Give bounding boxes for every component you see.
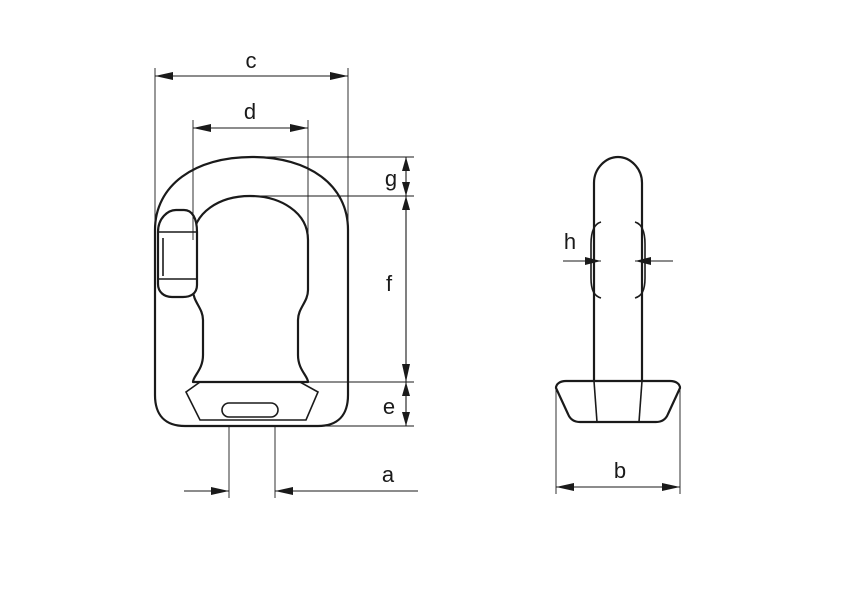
front-base-slot	[221, 402, 279, 418]
front-base-block	[184, 381, 320, 421]
side-view	[554, 155, 682, 424]
side-body-left-edge	[593, 380, 598, 423]
dimension-b: b	[555, 388, 681, 494]
dimension-g: g	[250, 156, 414, 210]
dimension-d: d	[192, 99, 309, 240]
dimension-a: a	[184, 426, 418, 498]
label-a: a	[382, 462, 395, 487]
front-inner-opening	[191, 194, 310, 384]
front-view	[153, 155, 350, 428]
label-d: d	[244, 99, 256, 124]
dimension-c: c	[154, 48, 349, 230]
side-body-right-edge	[638, 380, 643, 423]
side-body	[592, 155, 644, 397]
dimension-e: e	[318, 382, 414, 427]
label-b: b	[614, 458, 626, 483]
label-c: c	[246, 48, 257, 73]
label-e: e	[383, 394, 395, 419]
side-base-plate	[554, 379, 682, 424]
label-g: g	[385, 166, 397, 191]
label-h: h	[564, 229, 576, 254]
dimension-h: h	[563, 229, 673, 265]
front-latch-pin	[156, 208, 199, 299]
label-f: f	[386, 271, 393, 296]
